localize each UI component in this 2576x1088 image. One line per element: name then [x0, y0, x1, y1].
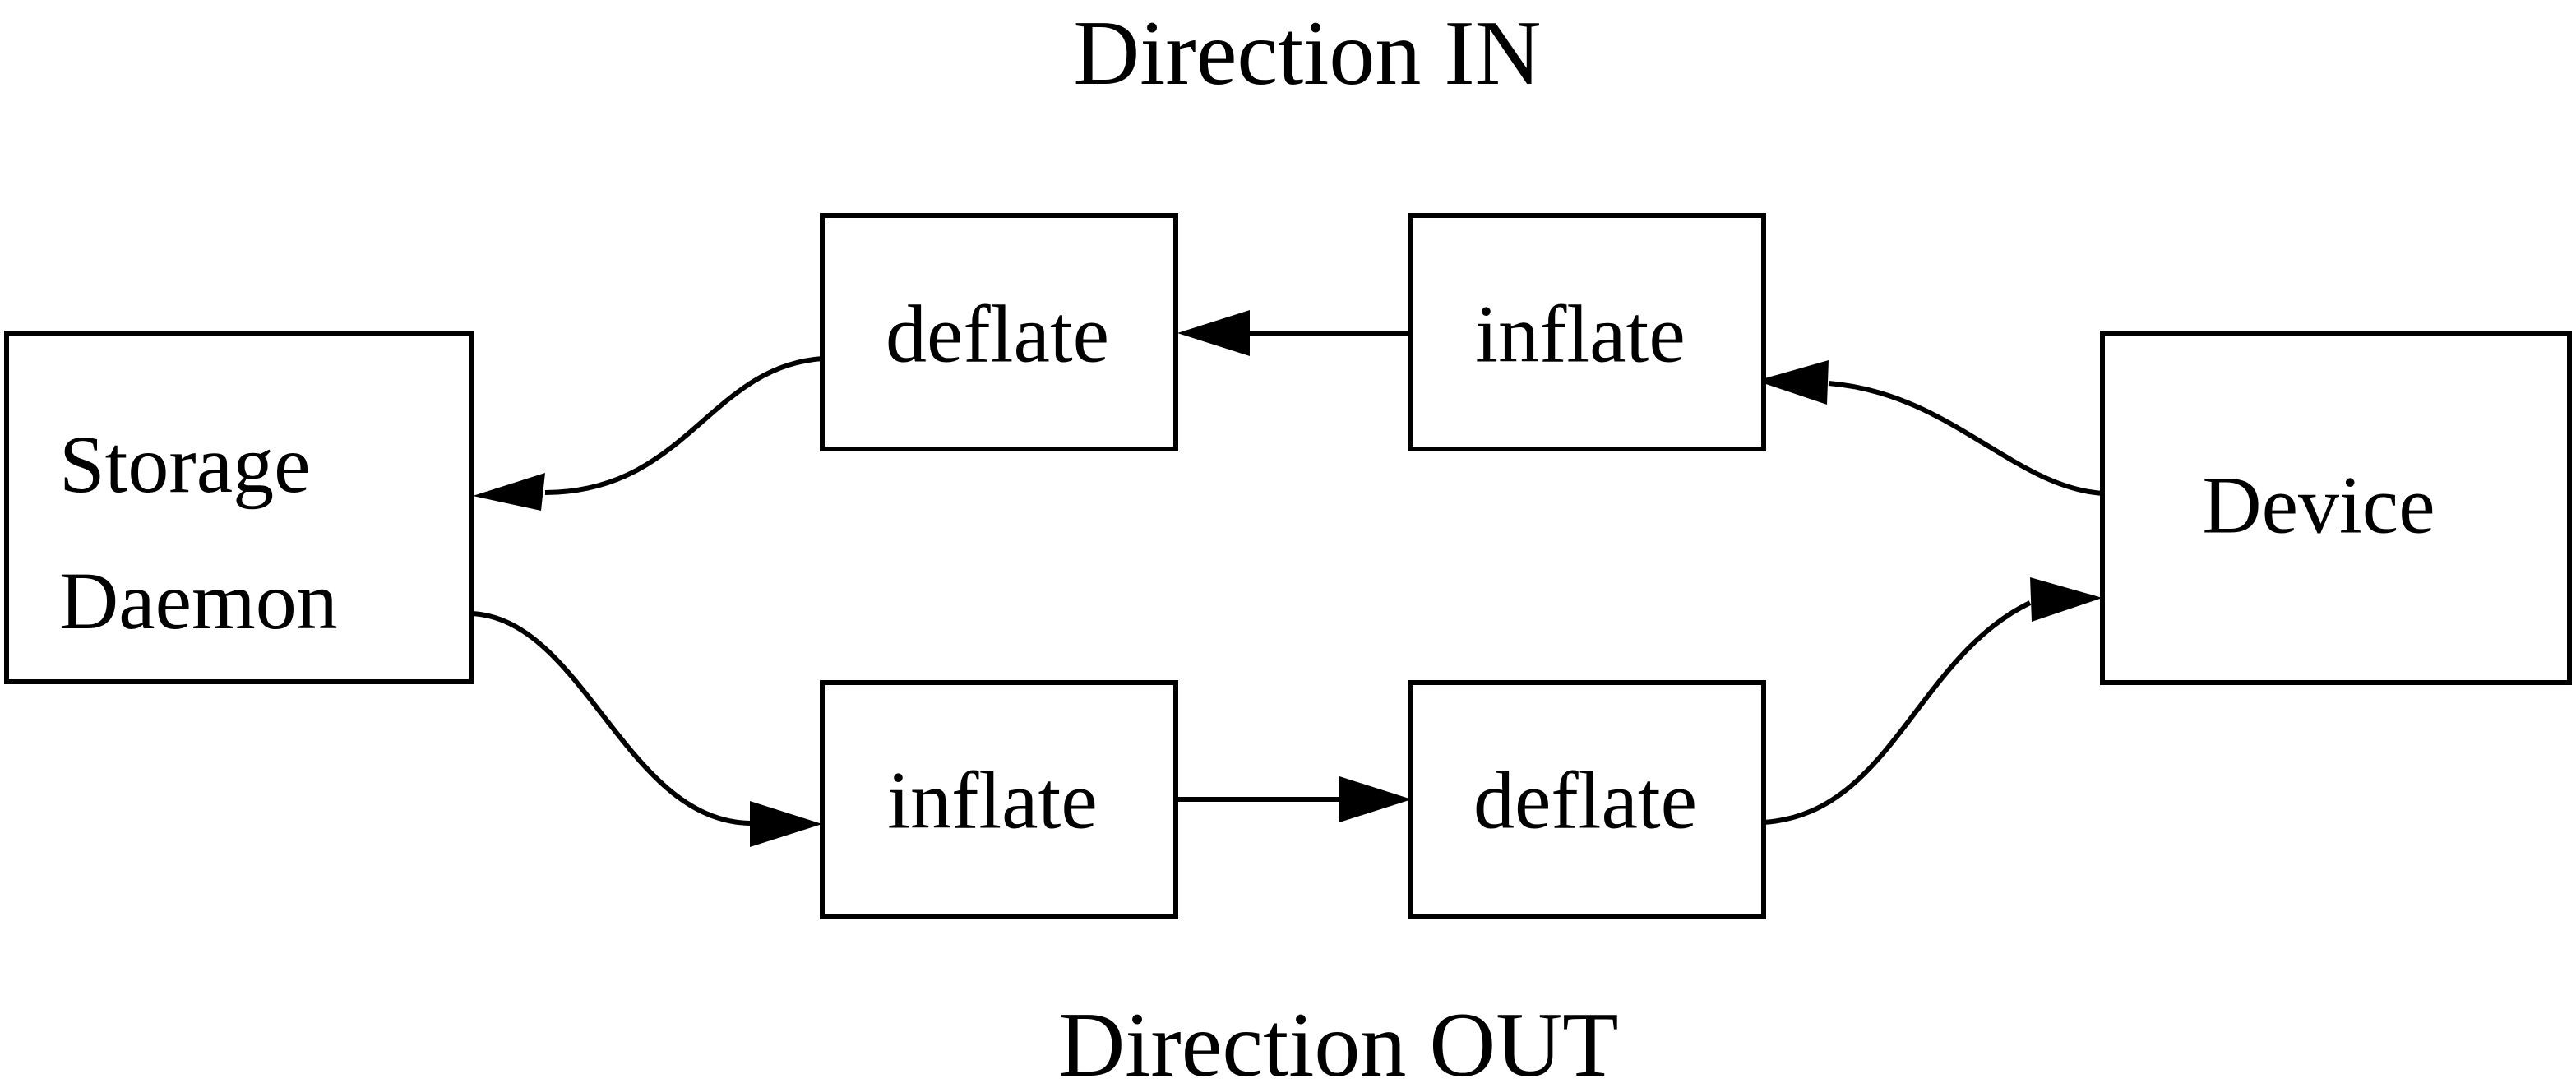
connector-deflate-to-storage — [544, 356, 823, 495]
arrowhead-into-device — [2030, 577, 2102, 622]
node-inflate-bottom: inflate — [820, 680, 1178, 919]
storage-daemon-label-line1: Storage — [59, 419, 310, 510]
node-inflate-top: inflate — [1408, 213, 1766, 451]
deflate-bottom-label: deflate — [1473, 755, 1697, 846]
node-device: Device — [2100, 331, 2572, 685]
inflate-top-box — [1408, 213, 1766, 451]
connector-device-to-inflate-top — [1828, 381, 2103, 496]
node-storage-daemon: Storage Daemon — [4, 331, 474, 684]
storage-daemon-box — [4, 331, 474, 684]
inflate-bottom-label: inflate — [887, 755, 1097, 846]
arrowhead-into-storage — [473, 473, 545, 511]
connector-storage-to-inflate-bottom — [470, 611, 751, 826]
arrowhead-into-deflate-bottom — [1339, 776, 1412, 822]
device-label: Device — [2202, 460, 2435, 551]
inflate-bottom-box — [820, 680, 1178, 919]
connector-deflate-bottom-to-device — [1763, 600, 2032, 825]
node-deflate-top: deflate — [820, 213, 1178, 451]
node-deflate-bottom: deflate — [1408, 680, 1766, 919]
title-direction-in: Direction IN — [1073, 2, 1541, 104]
arrowhead-into-deflate-top — [1177, 310, 1250, 356]
deflate-top-label: deflate — [886, 289, 1109, 380]
title-direction-out: Direction OUT — [1058, 994, 1618, 1088]
deflate-top-box — [820, 213, 1178, 451]
arrowhead-into-inflate-top — [1756, 360, 1829, 405]
deflate-bottom-box — [1408, 680, 1766, 919]
inflate-top-label: inflate — [1475, 289, 1685, 380]
arrowhead-into-inflate-bottom — [750, 801, 822, 847]
storage-daemon-label-line2: Daemon — [59, 555, 338, 646]
device-box — [2100, 331, 2572, 685]
